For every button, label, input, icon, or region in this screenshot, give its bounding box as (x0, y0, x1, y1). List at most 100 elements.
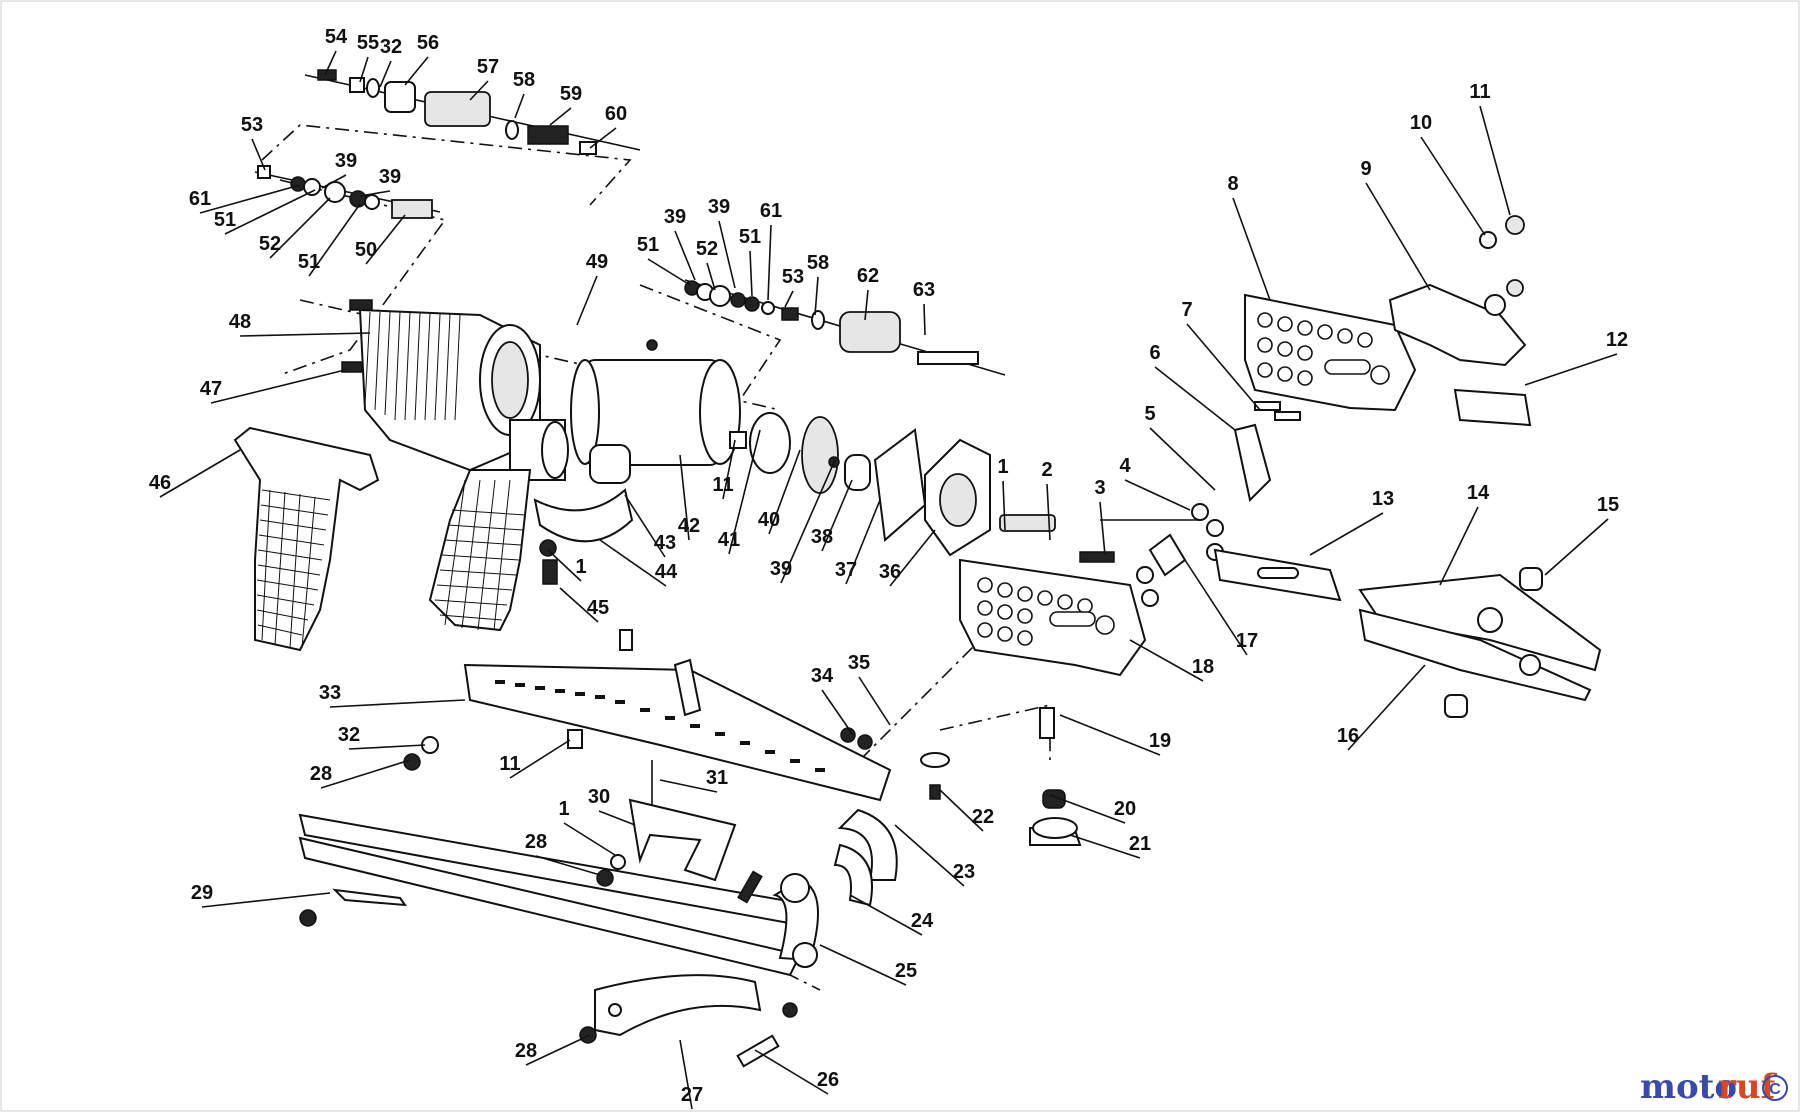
callout-leader-c22 (939, 789, 984, 832)
callout-leader-c28b (535, 855, 601, 876)
callout-leader-c35 (858, 676, 891, 726)
callout-label-c11b: 11 (1469, 81, 1490, 103)
side-plate-front (959, 558, 1147, 677)
callout-leader-c25 (819, 944, 907, 986)
callout-leader-c1c (563, 822, 616, 856)
callout-leader-c56 (404, 56, 429, 86)
callout-leader-c24 (849, 894, 923, 936)
callout-label-c57: 57 (477, 56, 499, 78)
callout-label-c19: 19 (1149, 730, 1171, 752)
callout-label-c40: 40 (758, 509, 780, 531)
callout-leader-c55 (359, 56, 369, 83)
callout-leader-c45 (559, 587, 599, 623)
callout-leader-c1b (1002, 480, 1006, 531)
shaft-stack (684, 279, 1006, 376)
callout-label-c52a: 52 (259, 233, 281, 255)
callout-leader-c21 (1069, 834, 1141, 859)
callout-label-c32b: 32 (338, 724, 360, 746)
callout-label-c50: 50 (355, 239, 377, 261)
callout-leader-c40 (768, 449, 801, 535)
callout-label-c38: 38 (811, 526, 833, 548)
callout-label-c61b: 61 (760, 200, 782, 222)
valve-stack-top (304, 69, 641, 155)
callout-label-c33: 33 (319, 682, 341, 704)
callout-label-c16: 16 (1337, 725, 1359, 747)
callout-label-c55: 55 (357, 32, 379, 54)
callout-label-c60: 60 (605, 103, 627, 125)
callout-leader-c11c (509, 739, 571, 779)
callout-leader-c3 (1099, 501, 1106, 556)
callout-leader-c42 (679, 454, 690, 541)
callout-label-c3: 3 (1094, 477, 1105, 499)
callout-leader-c13 (1309, 512, 1384, 556)
callout-label-c29: 29 (191, 882, 213, 904)
callout-label-c53b: 53 (782, 266, 804, 288)
callout-leader-c28c (525, 1034, 591, 1066)
callout-leader-c10 (1420, 136, 1486, 236)
callout-label-c1a: 1 (575, 556, 586, 578)
callout-label-c62: 62 (857, 265, 879, 287)
callout-label-c58b: 58 (807, 252, 829, 274)
callout-leader-c7 (1186, 323, 1261, 411)
callout-leader-c17 (1184, 559, 1248, 656)
callout-label-c23: 23 (953, 861, 975, 883)
callout-label-c26: 26 (817, 1069, 839, 1091)
handle-grip-attached (428, 469, 532, 632)
callout-leader-c39a (321, 174, 347, 189)
callout-leader-c1a (547, 549, 582, 582)
callout-label-c25: 25 (895, 960, 917, 982)
callout-label-c32a: 32 (380, 36, 402, 58)
callout-leader-c58b (814, 276, 819, 316)
callout-leader-c20 (1049, 794, 1126, 824)
watermark-text-part1: moto (1640, 1067, 1737, 1107)
callout-leader-c4 (1124, 479, 1191, 511)
callout-leader-c53a (251, 138, 266, 171)
callout-label-c51c: 51 (637, 234, 659, 256)
callout-leader-c51d (749, 250, 753, 297)
callout-label-c12: 12 (1606, 329, 1628, 351)
callout-leader-c28a (320, 759, 411, 789)
callout-leader-c18 (1129, 639, 1204, 682)
callout-label-c61a: 61 (189, 188, 211, 210)
callout-leader-c11a (722, 439, 736, 500)
callout-leader-c48 (239, 332, 371, 337)
motor-housing (341, 299, 569, 481)
callout-label-c47: 47 (200, 378, 222, 400)
callout-leader-c50 (365, 214, 406, 265)
callout-label-c59: 59 (560, 83, 582, 105)
callout-leader-c51c (647, 258, 691, 286)
callout-label-c15: 15 (1597, 494, 1619, 516)
callout-label-c31: 31 (706, 767, 728, 789)
callout-leader-c61b (767, 224, 772, 301)
callout-leader-c14 (1439, 506, 1479, 586)
callout-leader-c36 (889, 529, 936, 587)
callout-leader-c27 (679, 1039, 693, 1110)
callout-label-c2: 2 (1041, 459, 1052, 481)
callout-label-c17: 17 (1236, 630, 1258, 652)
callout-label-c43: 43 (654, 532, 676, 554)
callout-label-c52b: 52 (696, 238, 718, 260)
guide-bar (403, 629, 892, 802)
callout-leader-c30 (598, 810, 636, 826)
callout-leader-c19 (1059, 714, 1161, 756)
callout-leader-c59 (549, 107, 572, 126)
callout-label-c22: 22 (972, 806, 994, 828)
callout-leader-c8 (1232, 197, 1271, 301)
callout-label-c45: 45 (587, 597, 609, 619)
callout-label-c21: 21 (1129, 833, 1151, 855)
callout-label-c28a: 28 (310, 763, 332, 785)
rod-assembly (298, 808, 898, 977)
callout-label-c9: 9 (1360, 158, 1371, 180)
watermark-badge-circle (1762, 1075, 1788, 1101)
callout-label-c18: 18 (1192, 656, 1214, 678)
callout-leader-c43 (624, 494, 666, 558)
callout-leader-c34 (821, 689, 854, 736)
callout-leader-c39d (718, 220, 736, 289)
callout-leader-c54 (324, 50, 337, 76)
callout-label-c48: 48 (229, 311, 251, 333)
callout-leader-c51b (308, 203, 361, 277)
callout-leader-c5 (1149, 427, 1216, 491)
callout-leader-c33 (329, 699, 466, 708)
callout-label-c24: 24 (911, 910, 934, 932)
callout-leader-c32b (348, 744, 426, 750)
